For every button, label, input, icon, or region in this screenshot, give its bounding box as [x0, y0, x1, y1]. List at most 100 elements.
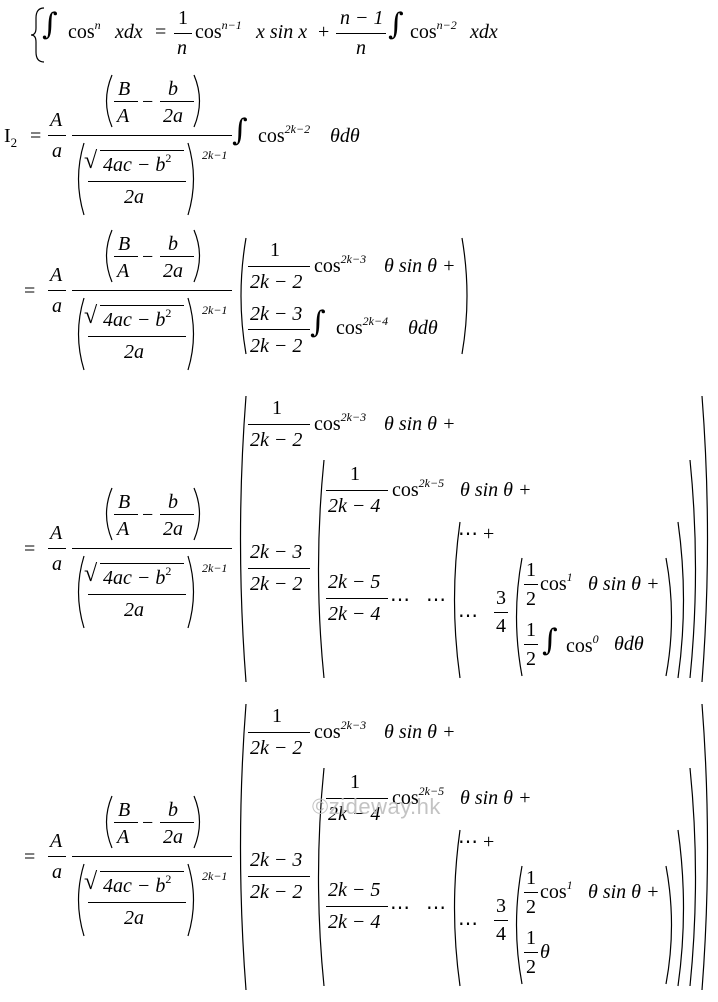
- fraction-bar: [326, 490, 388, 491]
- fraction-bar: [160, 822, 194, 823]
- 2a-denominator: 2a: [163, 260, 183, 282]
- B-numerator: B: [118, 233, 131, 255]
- fraction-denominator: 2: [526, 956, 536, 978]
- integral-sign: ∫: [42, 7, 58, 42]
- fraction-denominator: 4: [496, 615, 506, 637]
- fraction-bar: [48, 135, 66, 136]
- fraction-bar: [114, 822, 138, 823]
- equals-sign: =: [24, 280, 36, 302]
- fraction-bar: [88, 181, 186, 182]
- B-numerator: B: [118, 799, 131, 821]
- sqrt-sign: √: [84, 303, 98, 329]
- theta-sin-theta: θ sin θ +: [588, 881, 660, 903]
- fraction-denominator: 2k − 2: [250, 573, 303, 595]
- 2a-denominator: 2a: [163, 826, 183, 848]
- right-paren: [187, 142, 195, 216]
- cos-term: cos1: [540, 570, 573, 595]
- b-numerator: b: [168, 233, 178, 255]
- radicand: 4ac − b2: [103, 151, 172, 176]
- fraction-bar: [336, 33, 386, 34]
- equals-sign: =: [24, 538, 36, 560]
- right-paren: [689, 767, 697, 987]
- cos-term: cos2k−2: [258, 122, 311, 147]
- radical-overline: [100, 563, 184, 564]
- equals-sign: =: [155, 21, 167, 43]
- theta-sin-theta: θ sin θ +: [384, 255, 456, 277]
- cos-term: cos2k−3: [314, 718, 367, 743]
- B-numerator: B: [118, 78, 131, 100]
- left-paren: [453, 829, 461, 987]
- theta-sin-theta: θ sin θ +: [460, 479, 532, 501]
- ellipsis: ⋯: [458, 605, 478, 627]
- right-paren: [677, 521, 685, 679]
- fraction-denominator: n: [356, 37, 366, 59]
- fraction-numerator: 2k − 3: [250, 849, 303, 871]
- fraction-bar: [72, 856, 232, 857]
- minus-sign: −: [142, 246, 154, 268]
- rhs-xdx: xdx: [470, 21, 498, 43]
- left-paren: [515, 557, 523, 677]
- fraction-bar: [524, 952, 538, 953]
- fraction-denominator: 2k − 4: [328, 603, 381, 625]
- outer-exponent: 2k−1: [202, 561, 228, 575]
- radicand: 4ac − b2: [103, 564, 172, 589]
- fraction-numerator: 1: [270, 239, 280, 261]
- fraction-numerator: 1: [272, 705, 282, 727]
- left-paren: [105, 795, 113, 849]
- fraction-denominator: 2k − 4: [328, 495, 381, 517]
- right-paren: [187, 297, 195, 371]
- fraction-bar: [114, 256, 138, 257]
- cos-term: cos0: [566, 632, 599, 657]
- fraction-bar: [72, 290, 232, 291]
- ellipsis: ⋯: [458, 913, 478, 935]
- ellipsis-plus: ⋯ +: [458, 831, 495, 853]
- fraction-bar: [88, 336, 186, 337]
- fraction-bar: [248, 732, 310, 733]
- fraction-numerator: 1: [526, 559, 536, 581]
- radical-overline: [100, 150, 184, 151]
- A-numerator: A: [50, 264, 63, 286]
- fraction-bar: [114, 514, 138, 515]
- fraction-denominator: n: [177, 37, 187, 59]
- 2a-denominator: 2a: [124, 907, 144, 929]
- radical-overline: [100, 871, 184, 872]
- 2a-denominator: 2a: [124, 599, 144, 621]
- 2a-denominator: 2a: [124, 186, 144, 208]
- fraction-denominator: 2: [526, 648, 536, 670]
- x-sin-x: x sin x: [256, 21, 308, 43]
- theta-sin-theta: θ sin θ +: [384, 413, 456, 435]
- right-paren: [665, 557, 673, 677]
- fraction-bar: [524, 584, 538, 585]
- fraction-denominator: 2: [526, 896, 536, 918]
- fraction-numerator: 1: [526, 619, 536, 641]
- a-denominator: a: [52, 140, 62, 162]
- left-paren: [317, 767, 325, 987]
- integral-sign: ∫: [542, 623, 558, 658]
- theta-dtheta: θdθ: [330, 125, 360, 147]
- sqrt-sign: √: [84, 148, 98, 174]
- outer-exponent: 2k−1: [202, 303, 228, 317]
- fraction-numerator: 2k − 3: [250, 541, 303, 563]
- A-numerator: A: [50, 109, 63, 131]
- left-paren: [77, 297, 85, 371]
- left-paren: [77, 555, 85, 629]
- A-denominator: A: [117, 260, 130, 282]
- theta-sin-theta: θ sin θ +: [588, 573, 660, 595]
- fraction-numerator: 2k − 5: [328, 571, 381, 593]
- right-paren: [187, 555, 195, 629]
- fraction-denominator: 2k − 2: [250, 271, 303, 293]
- b-numerator: b: [168, 799, 178, 821]
- fraction-numerator: 1: [178, 7, 188, 29]
- fraction-numerator: 2k − 3: [250, 303, 303, 325]
- B-numerator: B: [118, 491, 131, 513]
- fraction-bar: [114, 101, 138, 102]
- theta-sin-theta: θ sin θ +: [384, 721, 456, 743]
- minus-sign: −: [142, 812, 154, 834]
- a-denominator: a: [52, 295, 62, 317]
- A-numerator: A: [50, 522, 63, 544]
- fraction-bar: [248, 568, 310, 569]
- theta-term: θdθ: [614, 633, 644, 655]
- A-denominator: A: [117, 518, 130, 540]
- left-paren: [240, 237, 247, 355]
- fraction-bar: [48, 856, 66, 857]
